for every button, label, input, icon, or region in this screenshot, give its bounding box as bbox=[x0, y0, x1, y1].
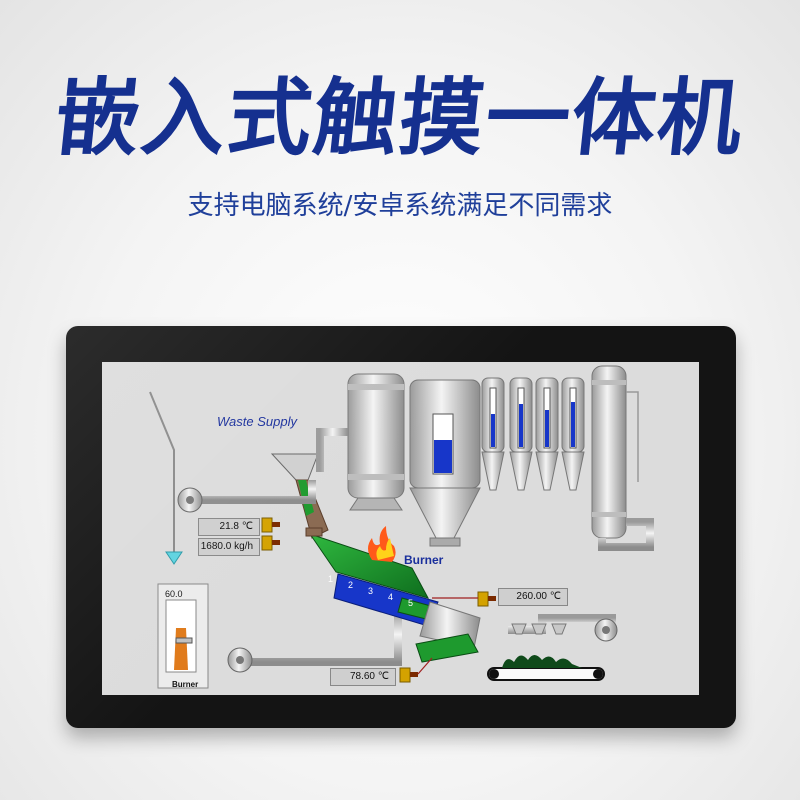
headline: 嵌入式触摸一体机 bbox=[50, 69, 750, 167]
blower-bottom bbox=[227, 647, 253, 673]
process-diagram bbox=[149, 365, 664, 689]
hmi-screen[interactable]: Waste Supply Burner 60.0 Burner 21.8 ℃ 1… bbox=[102, 362, 699, 695]
blower-left bbox=[177, 487, 203, 513]
grate-temp-readout: 260.00 ℃ bbox=[498, 588, 568, 606]
flame-icon bbox=[368, 526, 396, 562]
burner-gauge-value: 60.0 bbox=[165, 589, 183, 599]
exhaust-stack bbox=[591, 365, 654, 551]
valve-feed-temp-icon bbox=[261, 517, 280, 533]
feed-arrow-icon bbox=[165, 551, 183, 565]
feed-temp-readout: 21.8 ℃ bbox=[198, 518, 260, 536]
boiler-drum bbox=[347, 373, 405, 511]
tagline: 支持电脑系统/安卓系统满足不同需求 bbox=[187, 191, 613, 221]
zone-number: 4 bbox=[388, 592, 394, 602]
valve-feed-rate-icon bbox=[261, 535, 280, 551]
valve-ash-icon bbox=[399, 657, 433, 683]
feed-line bbox=[149, 391, 175, 552]
burner-gauge-fill bbox=[174, 628, 188, 670]
zone-number: 1 bbox=[328, 574, 334, 584]
ash-temp-readout: 78.60 ℃ bbox=[330, 668, 396, 686]
burner-label: Burner bbox=[404, 553, 444, 567]
tank-level-bar bbox=[434, 440, 452, 473]
cyclone-bank bbox=[481, 377, 585, 491]
zone-number: 2 bbox=[348, 580, 354, 590]
zone-number: 5 bbox=[408, 598, 414, 608]
burner-gauge bbox=[157, 583, 209, 689]
touch-panel-device: Waste Supply Burner 60.0 Burner 21.8 ℃ 1… bbox=[66, 326, 736, 728]
blower-right bbox=[594, 618, 618, 642]
zone-number: 3 bbox=[368, 586, 374, 596]
burner-gauge-label: Burner bbox=[172, 680, 199, 689]
feed-rate-readout: 1680.0 kg/h bbox=[198, 538, 260, 556]
ash-conveyor bbox=[415, 601, 605, 681]
waste-supply-label: Waste Supply bbox=[217, 414, 297, 429]
valve-grate-icon bbox=[432, 591, 496, 607]
storage-tank bbox=[409, 379, 481, 547]
